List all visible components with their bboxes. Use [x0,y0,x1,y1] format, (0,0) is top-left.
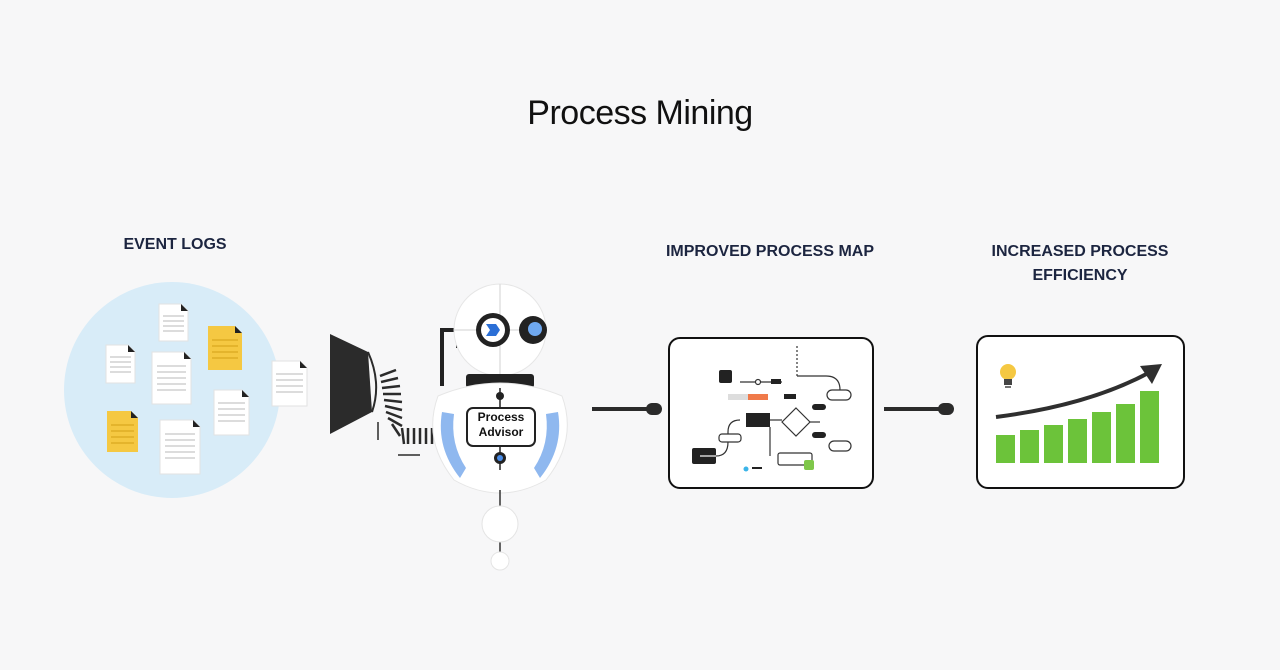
process-advisor-badge: Process Advisor [467,410,535,440]
connector-to-efficiency [884,403,954,415]
event-logs-label: EVENT LOGS [123,236,227,253]
sticky-note-icon [208,326,242,370]
efficiency-label-line1: INCREASED PROCESS [991,243,1169,260]
page-title: Process Mining [527,94,753,132]
document-icon [105,344,136,384]
document-icon [213,389,250,436]
improved-process-map-label: IMPROVED PROCESS MAP [665,243,875,260]
document-icon [151,351,192,405]
badge-line1: Process [477,410,525,424]
document-icon [271,360,308,407]
improved-process-map-panel [668,337,874,489]
increased-efficiency-label: INCREASED PROCESS EFFICIENCY [960,240,1200,288]
document-icon [158,303,189,342]
connector-to-map [592,403,662,415]
increased-efficiency-panel [976,335,1185,489]
sticky-note-icon [107,411,138,452]
robot-icon [432,283,568,571]
document-icon [159,419,201,475]
badge-line2: Advisor [478,425,524,439]
efficiency-label-line2: EFFICIENCY [1032,267,1128,284]
funnel-icon [330,334,440,456]
